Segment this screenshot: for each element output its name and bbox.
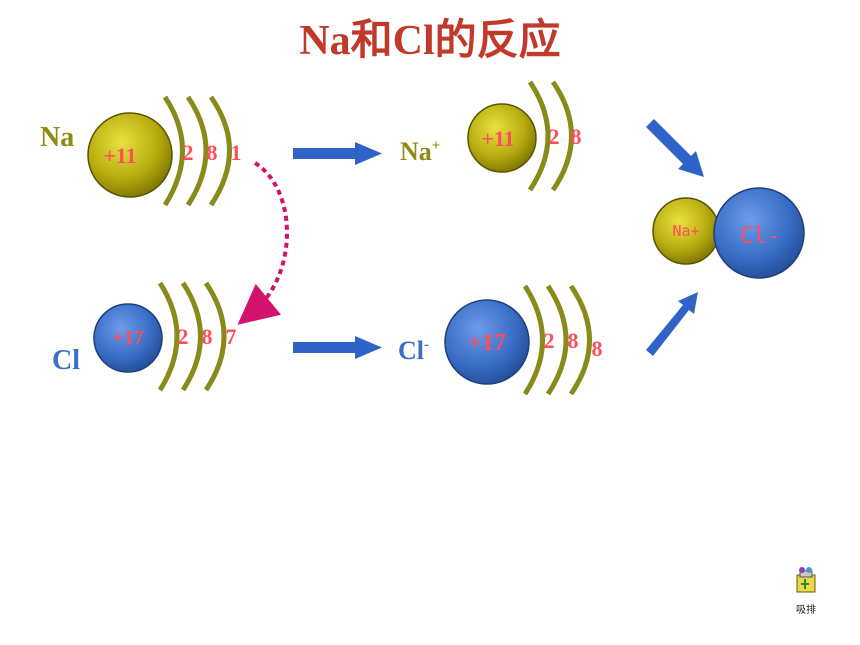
cl-nucleus-charge: +17 [112,327,143,349]
page-title: Na和Cl的反应 [299,18,561,64]
na-atom: Na +11 2 8 1 [40,95,242,207]
na-shell-1 [162,95,185,207]
na-ion-shell-count-2: 8 [571,124,582,149]
na-shell-2 [185,95,209,207]
cl-shell-count-2: 8 [202,324,213,349]
na-shell-3 [208,95,232,207]
na-symbol: Na [40,122,74,153]
cl-to-ion-arrow [293,336,382,359]
cl-ion-shell-count-3: 8 [592,336,603,361]
na-ion-shell-count-1: 2 [549,124,560,149]
cl-ion-nucleus [444,299,530,385]
na-shell-count-3: 1 [231,140,242,165]
na-ion-shell-2 [550,80,574,192]
na-ion-symbol: Na+ [400,137,440,166]
cl-ion-shell-3 [568,284,592,396]
paste-icon [796,567,816,593]
na-nucleus-charge: +11 [103,143,136,168]
cl-nucleus [93,303,163,373]
cl-shell-2 [180,281,203,392]
cl-atom: Cl +17 2 8 7 [52,281,237,392]
cl-ion-nucleus-charge: +17 [468,330,506,356]
cl-ion-shell-count-2: 8 [568,328,579,353]
paste-shortcut[interactable]: 吸排 [790,565,822,616]
cl-ion-symbol: Cl- [398,336,429,365]
na-ion-nucleus-charge: +11 [481,126,514,151]
compound-anion-ball [713,187,805,279]
cl-shell-count-3: 7 [226,324,237,349]
na-shell-count-2: 8 [207,140,218,165]
paste-icon-label: 吸排 [796,605,816,616]
cl-symbol: Cl [52,345,80,376]
compound-cation-label: Na+ [672,222,699,240]
na-ion-nucleus [467,103,537,173]
cl-shell-3 [203,281,227,392]
cl-ion-to-compound-arrow [646,292,698,356]
na-nucleus [87,112,173,198]
na-shell-count-1: 2 [183,140,194,165]
electron-transfer-arrow [237,161,289,325]
cl-ion-shell-count-1: 2 [544,328,555,353]
cl-ion: Cl- +17 2 8 8 [398,284,603,396]
na-to-ion-arrow [293,142,382,165]
na-ion-to-compound-arrow [646,119,704,177]
cl-ion-shell-2 [545,284,569,396]
na-ion-shell-1 [527,80,551,192]
cl-shell-count-1: 2 [178,324,189,349]
nacl-compound: Na+ Cl- [652,187,805,279]
cl-ion-shell-1 [522,284,545,396]
na-ion: Na+ +11 2 8 [400,80,582,192]
compound-anion-label: Cl- [740,224,780,249]
cl-shell-1 [157,281,180,392]
